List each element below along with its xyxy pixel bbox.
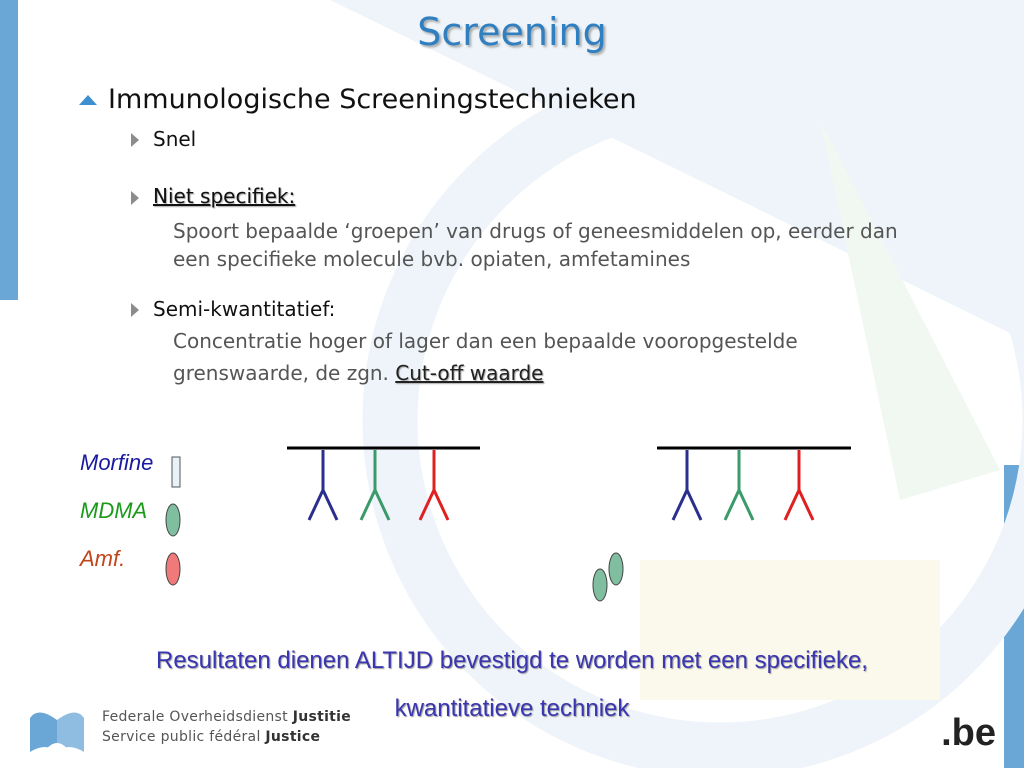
footer-line1: Federale Overheidsdienst Justitie xyxy=(102,709,352,725)
conclusion-line1: Resultaten dienen ALTIJD bevestigd te wo… xyxy=(156,647,868,674)
free-mdma-molecule-2 xyxy=(608,552,624,586)
assay-left-antibody-3 xyxy=(418,450,450,521)
assay-right-antibody-2 xyxy=(723,450,755,521)
sub-bullet-snel: Snel xyxy=(153,127,197,151)
conclusion-line2: kwantitatieve techniek xyxy=(394,695,630,722)
sub-bullet-niet-specifiek: Niet specifiek: xyxy=(153,184,296,208)
detail-line: een specifieke molecule bvb. opiaten, am… xyxy=(173,247,691,271)
detail-line: Spoort bepaalde ‘groepen’ van drugs of g… xyxy=(173,219,898,243)
footer-line2: Service public fédéral Justice xyxy=(102,729,321,745)
bullet-arrow-icon xyxy=(131,303,139,317)
be-logo: .be xyxy=(941,712,996,754)
bullet-arrow-icon xyxy=(131,133,139,147)
justice-logo-icon xyxy=(30,712,84,752)
detail-line: grenswaarde, de zgn. Cut-off waarde xyxy=(173,359,543,387)
bullet-up-triangle-icon xyxy=(79,95,97,105)
mdma-molecule-shape xyxy=(165,503,181,537)
detail-line: Concentratie hoger of lager dan een bepa… xyxy=(173,329,798,353)
legend-morfine: Morfine xyxy=(80,450,154,475)
assay-right-antibody-3 xyxy=(783,450,815,521)
legend-mdma: MDMA xyxy=(80,498,148,523)
assay-right-antibody-1 xyxy=(671,450,703,521)
detail-prefix: grenswaarde, de zgn. xyxy=(173,361,389,385)
assay-left-antibody-1 xyxy=(307,450,339,521)
sub-bullet-semi-kwantitatief: Semi-kwantitatief: xyxy=(153,297,336,321)
bullet-arrow-icon xyxy=(131,191,139,205)
cut-off-highlight: Cut-off waarde xyxy=(395,361,544,385)
morfine-molecule-shape xyxy=(171,456,181,488)
free-mdma-molecule-1 xyxy=(592,568,608,602)
legend-amf: Amf. xyxy=(80,546,126,571)
amf-molecule-shape xyxy=(165,552,181,586)
main-bullet-text: Immunologische Screeningstechnieken xyxy=(108,84,637,115)
slide-title: Screening xyxy=(417,10,607,54)
assay-left-antibody-2 xyxy=(359,450,391,521)
